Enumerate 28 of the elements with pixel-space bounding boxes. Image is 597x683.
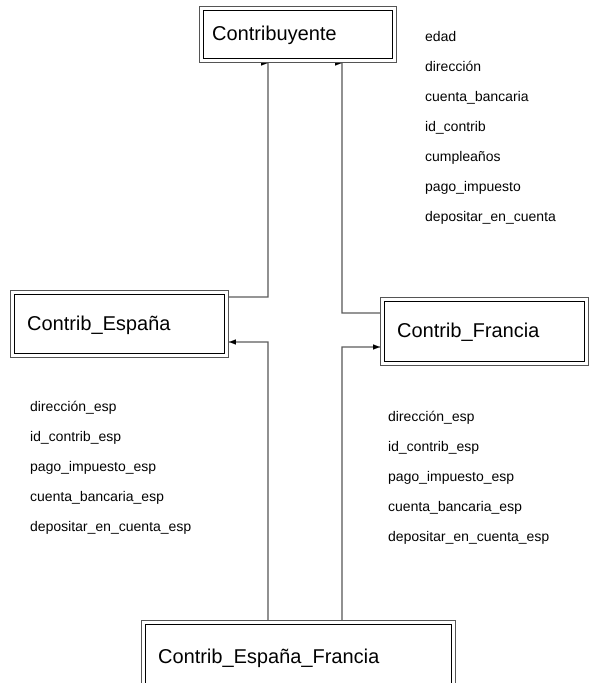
- attribute-label: pago_impuesto_esp: [30, 458, 156, 474]
- attribute-label: dirección_esp: [388, 408, 474, 424]
- attribute-label: id_contrib_esp: [30, 428, 122, 444]
- attribute-label: depositar_en_cuenta_esp: [30, 518, 192, 534]
- attribute-label: id_contrib: [425, 118, 486, 134]
- attribute-label: depositar_en_cuenta_esp: [388, 528, 550, 544]
- class-box: [380, 297, 589, 366]
- attribute-label: pago_impuesto_esp: [388, 468, 514, 484]
- class-name: Contribuyente: [212, 23, 337, 46]
- arrow: [341, 344, 380, 620]
- arrow: [229, 339, 269, 620]
- class-name: Contrib_España: [27, 312, 170, 336]
- attribute-label: cuenta_bancaria_esp: [30, 488, 164, 504]
- arrow: [229, 62, 271, 298]
- class-name: Contrib_España_Francia: [158, 646, 380, 669]
- attribute-label: cumpleaños: [425, 148, 500, 164]
- attribute-label: id_contrib_esp: [388, 438, 480, 454]
- attribute-label: edad: [425, 28, 456, 44]
- class-box: [141, 620, 456, 683]
- attribute-label: dirección_esp: [30, 398, 116, 414]
- attribute-label: cuenta_bancaria: [425, 88, 529, 104]
- class-name: Contrib_Francia: [397, 320, 540, 343]
- attribute-label: pago_impuesto: [425, 178, 521, 194]
- class-box: [10, 290, 229, 358]
- class-box: [199, 6, 397, 63]
- attribute-label: depositar_en_cuenta: [425, 208, 556, 224]
- attribute-label: cuenta_bancaria_esp: [388, 498, 522, 514]
- attribute-label: dirección: [425, 58, 482, 74]
